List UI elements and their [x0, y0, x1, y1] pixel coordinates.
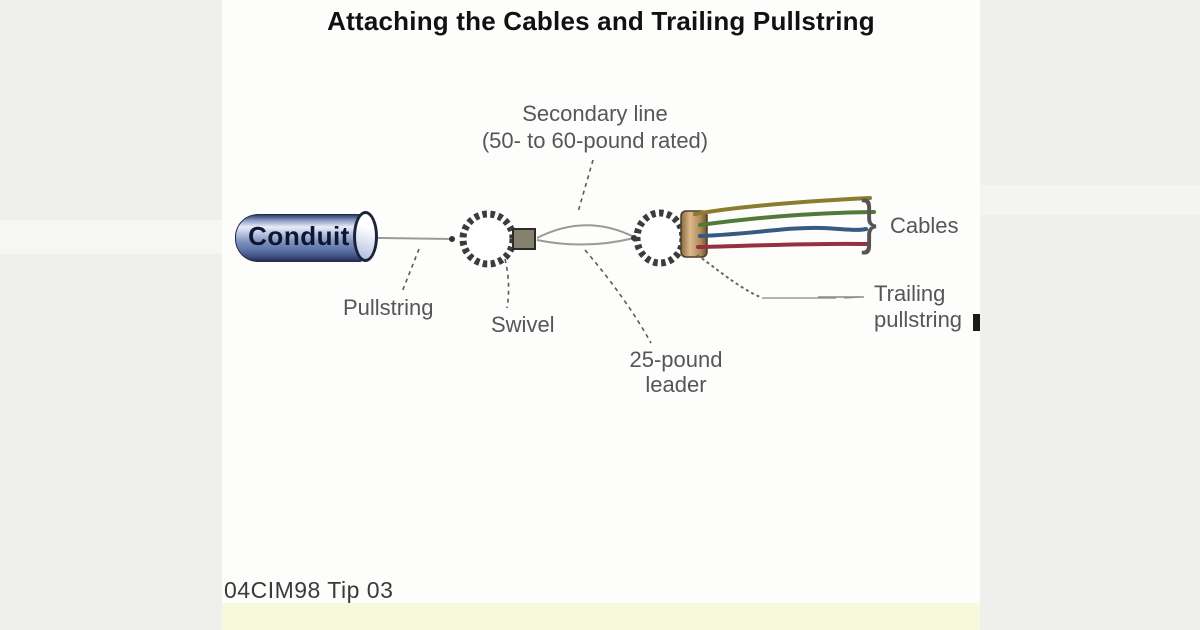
swivel-ring — [459, 210, 517, 268]
trailing-pullstring-label-2: pullstring — [874, 307, 963, 332]
blue-cable — [698, 225, 868, 238]
conduit-cylinder — [235, 214, 367, 262]
cables-label: Cables — [890, 213, 959, 238]
olive-cable — [693, 196, 872, 216]
trailing-pullstring-label-1: Trailing — [874, 281, 946, 306]
secondary-line-label-1: Secondary line — [522, 101, 668, 126]
figure-canvas — [222, 0, 980, 630]
leader-line-bottom — [536, 237, 635, 246]
swivel-label: Swivel — [491, 312, 555, 337]
figure-id-caption: 04CIM98 Tip 03 — [224, 577, 394, 603]
25-pound-leader-callout — [584, 249, 652, 344]
swivel-leader — [504, 258, 510, 309]
pullstring-leader — [401, 248, 420, 293]
figure-title: Attaching the Cables and Trailing Pullst… — [327, 6, 875, 36]
25-pound-leader-label-1: 25-pound — [629, 347, 723, 372]
swivel-barrel — [512, 228, 536, 250]
pullstring-line — [377, 237, 453, 240]
secondary-line-top — [536, 224, 635, 239]
swivel-ring-2 — [633, 209, 687, 267]
pullstring-label: Pullstring — [343, 295, 434, 320]
secondary-line-label-2: (50- to 60-pound rated) — [481, 128, 709, 153]
clipped-text-artifact — [973, 314, 980, 331]
cables-brace: } — [861, 188, 878, 255]
secondary-line-leader — [577, 159, 594, 213]
25-pound-leader-label-2: leader — [645, 372, 707, 397]
footer-strip — [222, 603, 980, 630]
pullstring-knot — [449, 236, 455, 242]
conduit-label: Conduit — [248, 221, 350, 251]
conduit-open-end — [353, 211, 378, 262]
green-cable — [698, 210, 876, 227]
trailing-pullstring-curve — [696, 254, 761, 298]
red-cable — [696, 241, 870, 249]
